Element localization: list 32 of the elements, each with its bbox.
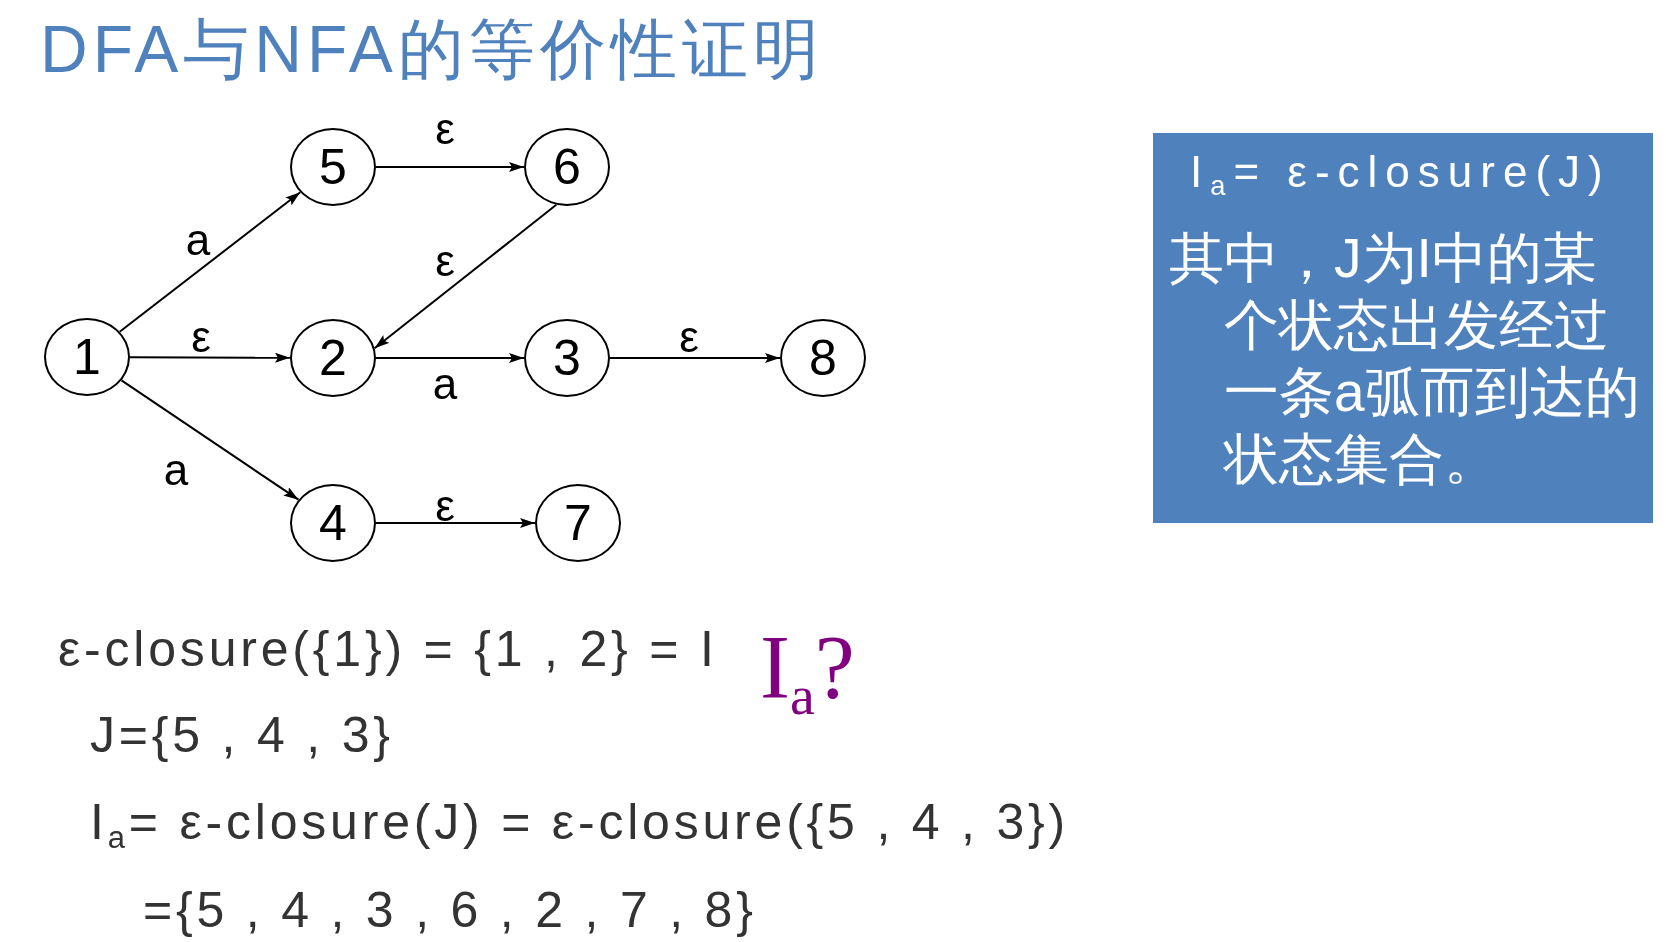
edge-label: ε <box>679 322 699 352</box>
description-text: 其中，J为I中的某个状态出发经过一条a弧而到达的状态集合。 <box>1169 226 1641 492</box>
state-circle: 5 <box>290 128 376 206</box>
edge-label: a <box>163 455 189 485</box>
arrow <box>609 353 781 363</box>
arrow <box>375 353 525 363</box>
slide-title: DFA与NFA的等价性证明 <box>40 16 824 82</box>
arrow <box>120 379 300 501</box>
edge-label: a <box>185 225 211 255</box>
question-text: I$_{a}$? <box>760 623 855 713</box>
edge-label: ε <box>435 491 455 521</box>
state-circle: 3 <box>524 319 610 397</box>
edge-label: ε <box>191 322 211 352</box>
formula-text: ={5 , 4 , 3 , 6 , 2 , 7 , 8} <box>143 885 757 935</box>
arrow <box>118 191 302 333</box>
edge-label: a <box>432 369 458 399</box>
arrow <box>373 203 558 350</box>
edge-label: ε <box>435 246 455 276</box>
formula-text: I$_{a}$= ε-closure(J) <box>1190 150 1611 194</box>
state-circle: 7 <box>535 484 621 562</box>
arrow <box>129 352 291 363</box>
state-circle: 8 <box>780 319 866 397</box>
edge-label: ε <box>435 114 455 144</box>
formula-text: ε-closure({1}) = {1 , 2} = I <box>58 624 718 674</box>
state-circle: 2 <box>290 319 376 397</box>
arrow <box>375 518 536 528</box>
arrow <box>375 162 525 172</box>
state-circle: 6 <box>524 128 610 206</box>
formula-text: I$_{a}$= ε-closure(J) = ε-closure({5 , 4 , 3}) <box>90 797 1070 847</box>
state-circle: 4 <box>290 484 376 562</box>
state-circle: 1 <box>44 318 130 396</box>
formula-text: J={5 , 4 , 3} <box>90 710 394 760</box>
